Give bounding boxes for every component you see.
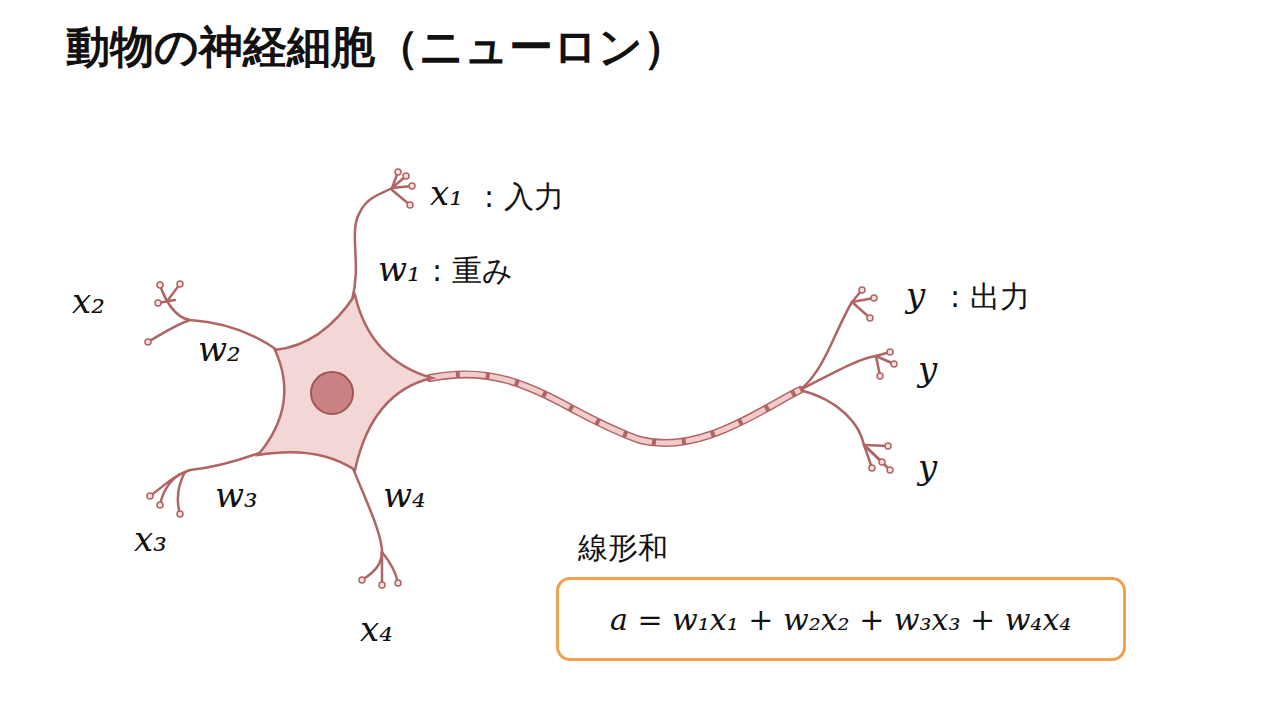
- output-variable: y: [906, 278, 925, 312]
- output-note: : 出力: [950, 282, 1030, 312]
- slide-title: 動物の神経細胞（ニューロン）: [66, 18, 687, 77]
- input-note: : 入力: [484, 182, 564, 212]
- weight-variable: w₁: [378, 252, 421, 286]
- weight-variable: w₄: [383, 478, 426, 512]
- input-variable: x₂: [72, 284, 105, 318]
- formula-heading: 線形和: [578, 528, 1126, 569]
- weight-note: : 重み: [432, 256, 513, 286]
- weight-variable: w₃: [215, 478, 258, 512]
- input-variable: x₁: [430, 176, 463, 210]
- output-variable: y: [918, 352, 937, 386]
- weight-variable: w₂: [198, 332, 241, 366]
- output-variable: y: [918, 450, 937, 484]
- input-variable: x₃: [134, 522, 167, 556]
- formula-text: a = w₁x₁ + w₂x₂ + w₃x₃ + w₄x₄: [610, 602, 1071, 637]
- input-variable: x₄: [360, 612, 393, 646]
- formula-box: 線形和 a = w₁x₁ + w₂x₂ + w₃x₃ + w₄x₄: [556, 528, 1126, 665]
- formula-frame: a = w₁x₁ + w₂x₂ + w₃x₃ + w₄x₄: [556, 577, 1126, 661]
